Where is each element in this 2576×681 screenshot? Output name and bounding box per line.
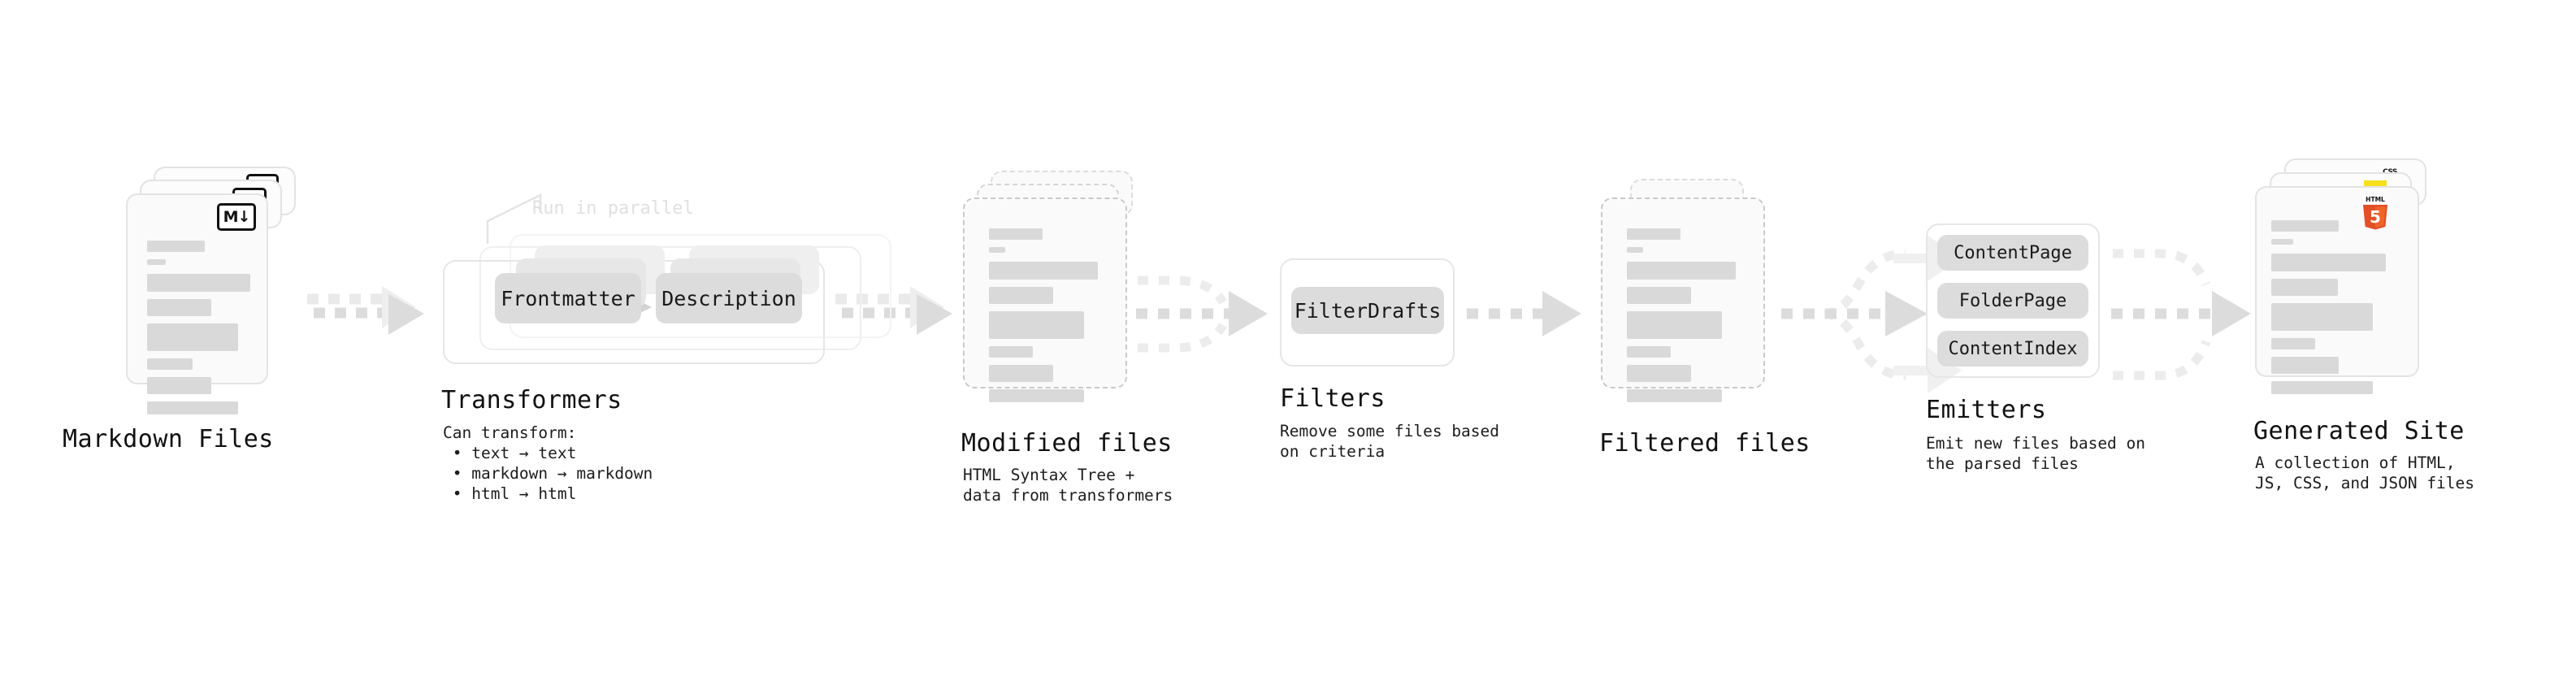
filter-pill-label: FilterDrafts [1294,298,1442,323]
filtered-placeholder-lines [1627,228,1746,410]
placeholder-line [989,228,1043,240]
emitter-pill-folderpage[interactable]: FolderPage [1937,283,2088,319]
placeholder-line [2271,357,2340,374]
placeholder-line [1627,228,1680,240]
placeholder-line [989,247,1006,253]
modified-card-front [963,197,1127,402]
transformer-pill-frontmatter[interactable]: Frontmatter [495,273,641,323]
generated-site-stack: CSS HTML [2255,158,2438,410]
markdown-file-stack: M↓ M↓ M↓ [126,167,301,414]
placeholder-line [2271,239,2294,245]
emitter-pill-label: ContentPage [1954,242,2072,263]
placeholder-line [1627,247,1644,253]
stage-title-markdown-files: Markdown Files [63,425,274,453]
markdown-badge-text: M↓ [223,207,251,226]
placeholder-line [989,365,1053,382]
generated-placeholder-lines [2271,220,2401,401]
placeholder-line [147,259,166,265]
stage-description-emitters: Emit new files based on the parsed files [1926,434,2146,473]
placeholder-line [1627,389,1722,402]
placeholder-line [2271,303,2373,331]
stage-description-filters: Remove some files based on criteria [1280,422,1500,461]
stage-generated-site: CSS HTML [2253,158,2474,492]
stage-markdown-files: M↓ M↓ M↓ M [63,167,301,453]
run-in-parallel-note: Run in parallel [532,198,694,219]
placeholder-line [147,401,238,414]
emitter-pill-label: ContentIndex [1948,338,2078,359]
placeholder-line [1627,262,1737,280]
transformer-group-ghost-1 [479,246,861,350]
placeholder-line [2271,381,2373,394]
markdown-badge-front: M↓ [217,203,256,231]
placeholder-line [147,241,206,252]
placeholder-line [147,377,211,394]
stage-modified-files: Modified files HTML Syntax Tree + data f… [961,171,1173,505]
placeholder-line [147,274,250,292]
stage-description-modified-files: HTML Syntax Tree + data from transformer… [963,466,1173,505]
stage-title-modified-files: Modified files [961,429,1173,458]
stage-title-emitters: Emitters [1926,396,2047,424]
transformer-pill-label: Frontmatter [501,286,635,310]
placeholder-line [2271,279,2338,296]
stage-title-filtered-files: Filtered files [1599,429,1811,458]
placeholder-line [989,262,1099,280]
conn-emitters-to-site [2111,249,2251,380]
emitter-pill-label: FolderPage [1958,290,2067,311]
placeholder-line [2271,338,2316,349]
stage-title-generated-site: Generated Site [2253,417,2465,445]
placeholder-line [147,323,238,351]
placeholder-line [989,287,1053,304]
placeholder-line [2271,254,2386,271]
transformer-pill-description[interactable]: Description [656,273,802,323]
html5-badge-top-text: HTML [2366,196,2385,203]
placeholder-line [989,389,1084,402]
filters-group-box [1280,258,1455,367]
generated-card-front [2255,186,2419,394]
stage-description-transformers: Can transform: • text → text • markdown … [443,423,653,503]
placeholder-line [1627,287,1691,304]
stage-title-transformers: Transformers [441,386,622,414]
stage-title-filters: Filters [1280,384,1386,413]
placeholder-line [1627,311,1722,339]
conn-modified-to-filters [1136,275,1268,353]
emitter-pill-contentindex[interactable]: ContentIndex [1937,331,2088,367]
filtered-file-stack [1601,171,1776,414]
stage-description-generated-site: A collection of HTML, JS, CSS, and JSON … [2255,453,2475,492]
placeholder-line [989,346,1034,358]
emitter-pill-contentpage[interactable]: ContentPage [1937,235,2088,271]
placeholder-line [147,299,211,316]
html5-badge-number: 5 [2370,207,2381,227]
markdown-placeholder-lines [147,241,250,422]
html5-badge: HTML 5 [2359,194,2392,230]
placeholder-line [147,358,193,370]
emitters-group-box [1926,223,2100,378]
modified-placeholder-lines [989,228,1108,410]
filter-pill-filterdrafts[interactable]: FilterDrafts [1291,287,1444,334]
placeholder-line [1627,365,1691,382]
placeholder-line [1627,346,1672,358]
stage-filtered-files: Filtered files [1599,171,1810,458]
conn-md-to-transformers [307,286,424,335]
conn-filters-to-filtered [1467,291,1581,336]
transformer-pill-label: Description [661,286,796,310]
placeholder-line [989,311,1084,339]
modified-file-stack [963,171,1138,414]
placeholder-line [2271,220,2340,232]
filtered-card-front [1601,197,1765,402]
